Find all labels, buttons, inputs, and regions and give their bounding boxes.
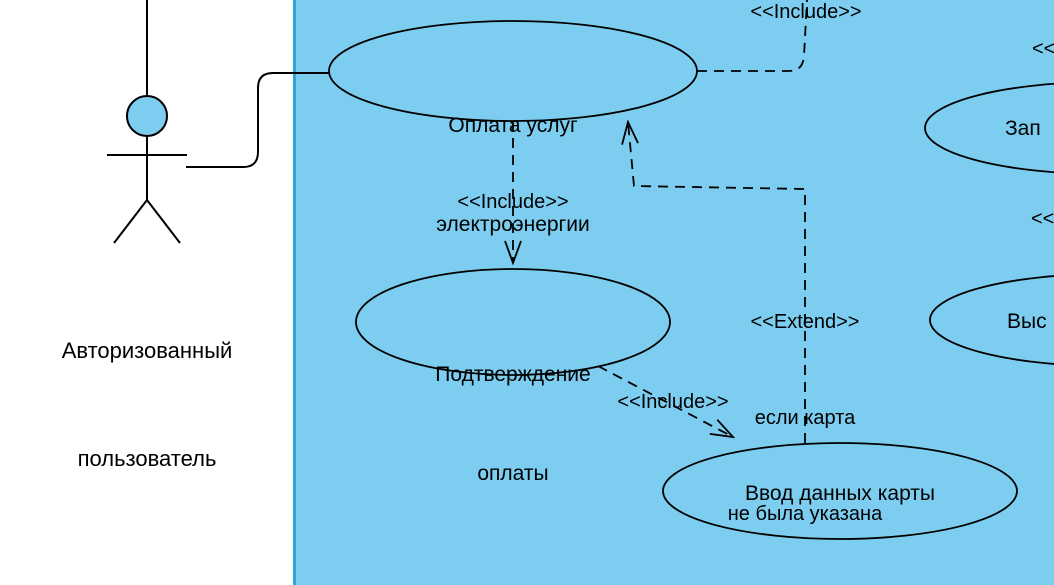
clipped-stereotype-mid-right: <<	[1031, 208, 1054, 230]
usecase-confirm-label-line1: Подтверждение	[435, 363, 591, 386]
usecase-confirm-label: Подтверждение оплаты	[363, 292, 663, 556]
actor-leg-left	[113, 199, 148, 244]
usecase-card-label: Ввод данных карты	[744, 482, 936, 505]
include-pay-to-offscreen-connector[interactable]	[697, 0, 808, 72]
usecase-pay-label-line1: Оплата услуг	[448, 114, 578, 137]
actor-label-line1: Авторизованный	[61, 338, 233, 363]
usecase-confirm[interactable]	[355, 268, 671, 376]
usecase-right-bottom-label: Выс	[1007, 310, 1047, 333]
actor-authorized-user[interactable]	[107, 0, 187, 244]
actor-label: Авторизованный пользователь	[7, 261, 287, 549]
actor-leg-right	[146, 199, 181, 244]
extend-label: <<Extend>> если карта не была указана	[675, 242, 935, 585]
usecase-right-bottom-partial[interactable]	[929, 274, 1054, 366]
actor-head	[126, 95, 168, 137]
association-actor-pay[interactable]	[186, 72, 330, 168]
usecase-confirm-label-line2: оплаты	[477, 462, 549, 485]
usecase-card[interactable]	[662, 442, 1018, 540]
extend-card-to-pay-connector[interactable]	[628, 122, 806, 443]
usecase-right-top-label: Зап	[1005, 117, 1041, 140]
usecase-pay-label: Оплата услуг электроэнергии	[363, 43, 663, 307]
include-pay-confirm-label: <<Include>>	[457, 191, 569, 213]
include-top-label: <<Include>>	[750, 1, 862, 23]
actor-label-line2: пользователь	[77, 446, 217, 471]
usecase-pay-label-line2: электроэнергии	[436, 213, 590, 236]
extend-label-line3: не была указана	[727, 503, 883, 525]
extend-label-line1: <<Extend>>	[750, 311, 860, 333]
clipped-stereotype-top-right: <<	[1032, 38, 1054, 60]
extend-label-line2: если карта	[754, 407, 856, 429]
usecase-right-top-partial[interactable]	[924, 82, 1054, 174]
include-confirm-to-card-connector[interactable]	[597, 365, 733, 437]
include-confirm-card-label: <<Include>>	[617, 391, 729, 413]
